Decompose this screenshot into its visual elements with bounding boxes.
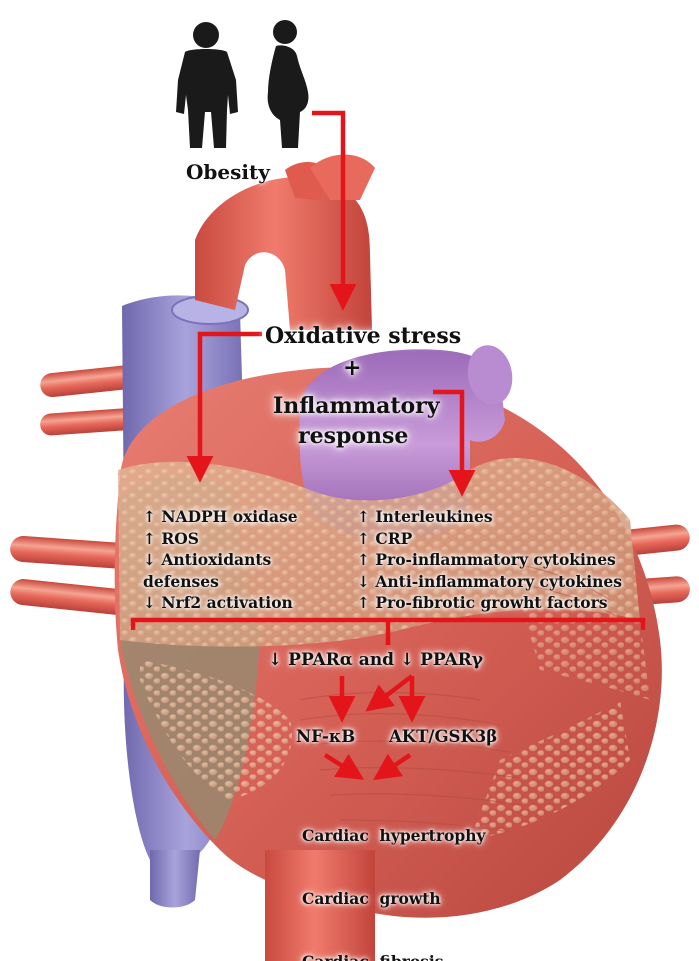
cardiac-outcomes-list: Cardiac hypertrophy Cardiac growth Cardi… [302, 783, 485, 961]
nfkb-label: NF-κB [296, 727, 356, 746]
plus-label: + [343, 355, 362, 381]
obesity-silhouettes-icon [176, 20, 309, 148]
inflammatory-effects-list: ↑ Interleukines ↑ CRP ↑ Pro-inflammatory… [357, 506, 622, 614]
list-item: ↓ Antioxidants [143, 550, 272, 569]
flow-arrows [130, 110, 646, 781]
list-item: ↑ Pro-fibrotic growht factors [357, 593, 608, 612]
bracket-summary [130, 617, 646, 645]
ppar-label: ↓ PPARα and ↓ PPARγ [268, 650, 484, 670]
arrow-nfkb-outcome [323, 753, 365, 780]
arrow-pparg-nfkb [365, 674, 414, 712]
aorta [195, 177, 372, 330]
list-item: defenses [143, 571, 219, 591]
arrow-stress-left [186, 331, 262, 483]
list-item: ↓ Nrf2 activation [143, 593, 293, 612]
oxidative-effects-list: ↑ NADPH oxidase ↑ ROS ↓ Antioxidants def… [143, 506, 298, 614]
oxidative-stress-label: Oxidative stress [265, 323, 462, 349]
list-item: ↓ Anti-inflammatory cytokines [357, 571, 622, 591]
list-item: Cardiac hypertrophy [302, 826, 486, 845]
arrow-akt-outcome [373, 753, 412, 781]
list-item: Cardiac growth [302, 889, 441, 908]
inflammatory-label-line2: response [298, 423, 409, 449]
arrow-obesity-to-stress [312, 110, 357, 311]
obesity-label: Obesity [186, 160, 270, 184]
list-item: Cardiac fibrosis [302, 951, 485, 961]
list-item: ↑ Pro-inflammatory cytokines [357, 550, 616, 569]
list-item: ↑ Interleukines [357, 507, 493, 526]
list-item: ↑ CRP [357, 528, 413, 548]
list-item: ↑ NADPH oxidase [143, 507, 298, 526]
arrow-inflammatory-right [433, 389, 476, 497]
akt-gsk3b-label: AKT/GSK3β [389, 727, 498, 746]
inflammatory-label-line1: Inflammatory [273, 393, 440, 419]
list-item: ↑ ROS [143, 528, 199, 548]
